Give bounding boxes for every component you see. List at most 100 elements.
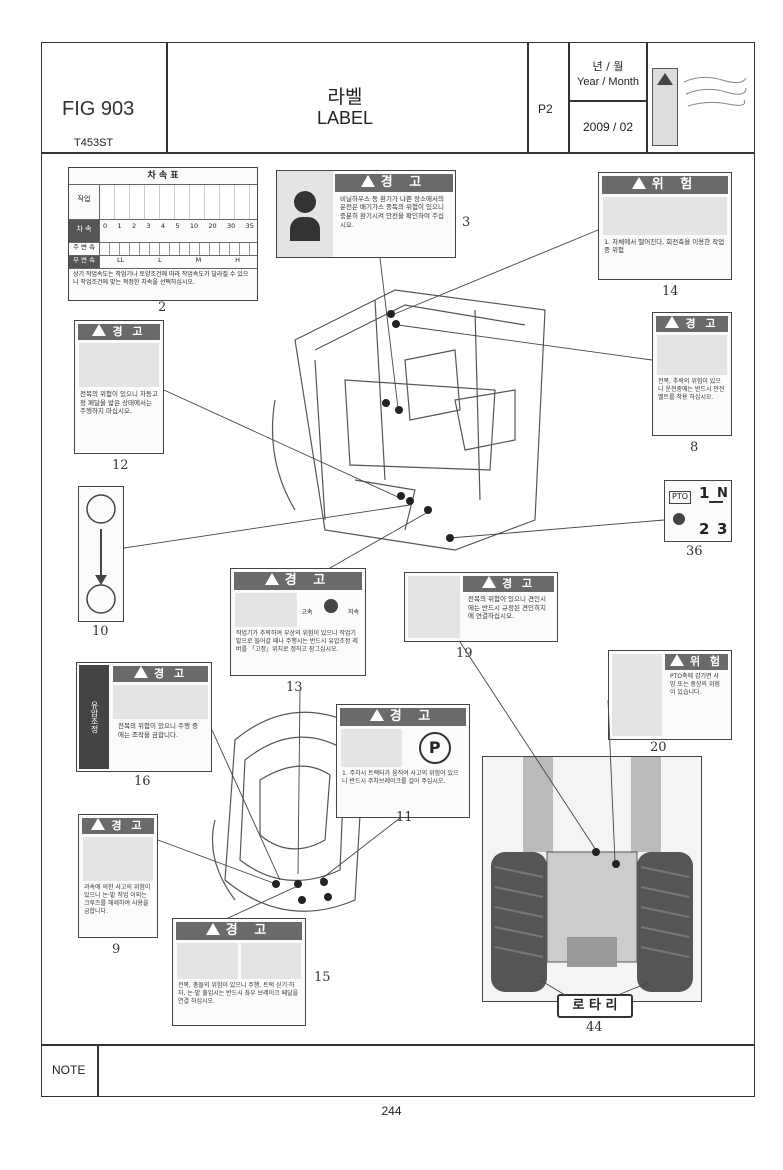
speed-table-main-shift-label: 주 변 속 [69,243,100,256]
gear-icon [673,513,685,525]
label-number-2: 2 [158,300,167,315]
label-12-heading: 경 고 [112,325,146,338]
label-location-marker [406,497,414,505]
label-13-hitch-warning: 경 고 고속 저속 작업기가 추락하여 부상의 위험이 있으니 작업기 밑으로 … [230,568,366,676]
handwritten-scribble [682,72,748,122]
exhaust-pictogram [277,171,333,257]
label-8-text: 전복, 추락의 위험이 있으니 운전중에는 반드시 안전벨트를 착용 하십시오. [658,377,725,402]
label-location-marker [272,880,280,888]
label-20-pto-danger: 위 험 PTO축에 감기면 사망 또는 중상의 위험이 있습니다. [608,650,732,740]
warning-logo-thumbnail [652,68,678,146]
label-8-heading: 경 고 [685,317,719,330]
label-number-12: 12 [112,458,129,473]
rollover-pictogram [177,942,238,979]
title-korean: 라벨 [327,86,363,108]
pto-entanglement-pictogram [612,654,662,736]
label-location-marker [294,880,302,888]
label-12-text: 전복의 위험이 있으니 차동고정 페달을 밟은 상태에서는 주행하지 마십시오. [80,389,158,416]
label-11-heading: 경 고 [389,709,437,724]
speed-tick: 30 [227,222,236,231]
dial-fast-label: 고속 [301,608,313,616]
label-14-pictogram [603,196,727,235]
label-14-heading: 위 험 [651,177,699,192]
footer-divider [41,1044,755,1046]
page-frame [41,42,755,1097]
tractor-cab-drawing [271,289,546,551]
dial-slow-label: 저속 [347,608,359,616]
speed-table-work-label: 작업 [69,185,100,220]
gear-neutral: N [717,486,728,501]
speeding-tractor-pictogram [83,836,153,881]
speed-table-sub-shift-label: 부 변 속 [69,256,100,269]
label-16-hydraulic-warning: 유압조정 경 고 전복의 위험이 있으니 주행 중에는 조작을 금합니다. [76,662,212,772]
brake-pedal-pictogram [240,942,301,979]
label-2-speed-table: 차 속 표 작업 차 속 0 1 2 3 4 5 10 20 30 35 주 변… [68,167,258,301]
sub-shift-value: M [195,256,202,265]
speed-tick: 5 [175,222,180,231]
label-number-15: 15 [314,970,331,985]
pto-mark: PTO [669,491,692,504]
label-location-marker [612,860,620,868]
year-month-korean: 년 / 월 [592,60,624,73]
label-location-marker [395,406,403,414]
speed-table-speed-label: 차 속 [69,220,100,243]
label-15-text: 전복, 충돌의 위험이 있으니 주행, 트럭 싣기·하차, 논·밭 출입시는 반… [178,981,299,1005]
speed-tick: 20 [208,222,217,231]
label-19-text: 전복의 위험이 있으니 견인시에는 반드시 규정된 견인히치에 연결하십시오. [468,594,546,621]
model-code: T453ST [74,137,114,149]
title-english: LABEL [316,108,374,128]
hydraulic-side-strip: 유압조정 [79,665,109,769]
label-11-text: 1. 주차시 트랙터가 움직여 사고의 위험이 있으니 반드시 주차브레이크를 … [342,769,459,785]
label-number-10: 10 [92,624,109,639]
speed-tick: 4 [160,222,166,231]
label-location-marker [320,878,328,886]
label-19-heading: 경 고 [501,577,536,590]
label-number-16: 16 [134,774,151,789]
label-13-heading: 경 고 [284,573,332,588]
parking-icon: P [405,729,466,767]
header-col-divider [166,42,168,153]
label-13-text: 작업기가 추락하여 부상의 위험이 있으니 작업기 밑으로 들어갈 때나 주행시… [236,629,358,653]
label-number-19: 19 [456,646,473,661]
page-code: P2 [538,102,553,116]
label-number-9: 9 [112,942,121,957]
label-16-text: 전복의 위험이 있으니 주행 중에는 조작을 금합니다. [118,721,199,739]
label-location-marker [446,534,454,542]
speed-tick: 0 [103,222,108,231]
speed-table-title: 차 속 표 [69,168,257,186]
sub-shift-value: H [235,256,241,265]
sub-shift-value: LL [116,256,125,265]
label-location-marker [382,399,390,407]
label-number-14: 14 [662,284,679,299]
label-location-marker [392,320,400,328]
towing-pictogram [408,576,460,638]
label-3-heading: 경 고 [380,175,428,190]
speed-tick: 10 [189,222,199,231]
label-36-pto-gear: PTO 1 N 2 3 [664,480,732,542]
revision-date: 2009 / 02 [582,120,634,134]
seatbelt-pictogram [657,334,727,375]
figure-number: FIG 903 [62,98,135,120]
label-10-pedal-direction [78,486,124,622]
label-9-heading: 경 고 [111,819,145,832]
label-number-44: 44 [586,1020,603,1035]
gear-3: 3 [717,520,728,538]
hitch-pictogram [235,592,297,627]
label-20-heading: 위 험 [689,655,724,668]
speed-tick: 3 [146,222,151,231]
label-number-8: 8 [690,440,699,455]
sub-shift-value: L [158,256,162,265]
label-9-cruise-warning: 경 고 과속에 의한 사고의 위험이 있으니 논·밭 작업 이외는 크루즈를 해… [78,814,158,938]
label-number-3: 3 [462,215,471,230]
diff-lock-pictogram [79,342,159,387]
label-number-36: 36 [686,544,703,559]
label-14-text: 1. 차체에서 떨어진다, 회전축을 이용한 작업중 위험 [604,237,725,255]
label-15-brake-warning: 경 고 전복, 충돌의 위험이 있으니 주행, 트럭 싣기·하차, 논·밭 출입… [172,918,306,1026]
label-12-diff-lock-warning: 경 고 전복의 위험이 있으니 차동고정 페달을 밟은 상태에서는 주행하지 마… [74,320,164,454]
label-location-marker [298,896,306,904]
hitch-speed-dial: 고속 저속 [300,593,362,627]
label-8-seatbelt-warning: 경 고 전복, 추락의 위험이 있으니 운전중에는 반드시 안전벨트를 착용 하… [652,312,732,436]
label-11-parking-warning: 경 고 P 1. 주차시 트랙터가 움직여 사고의 위험이 있으니 반드시 주차… [336,704,470,818]
speed-tick: 2 [131,222,137,231]
